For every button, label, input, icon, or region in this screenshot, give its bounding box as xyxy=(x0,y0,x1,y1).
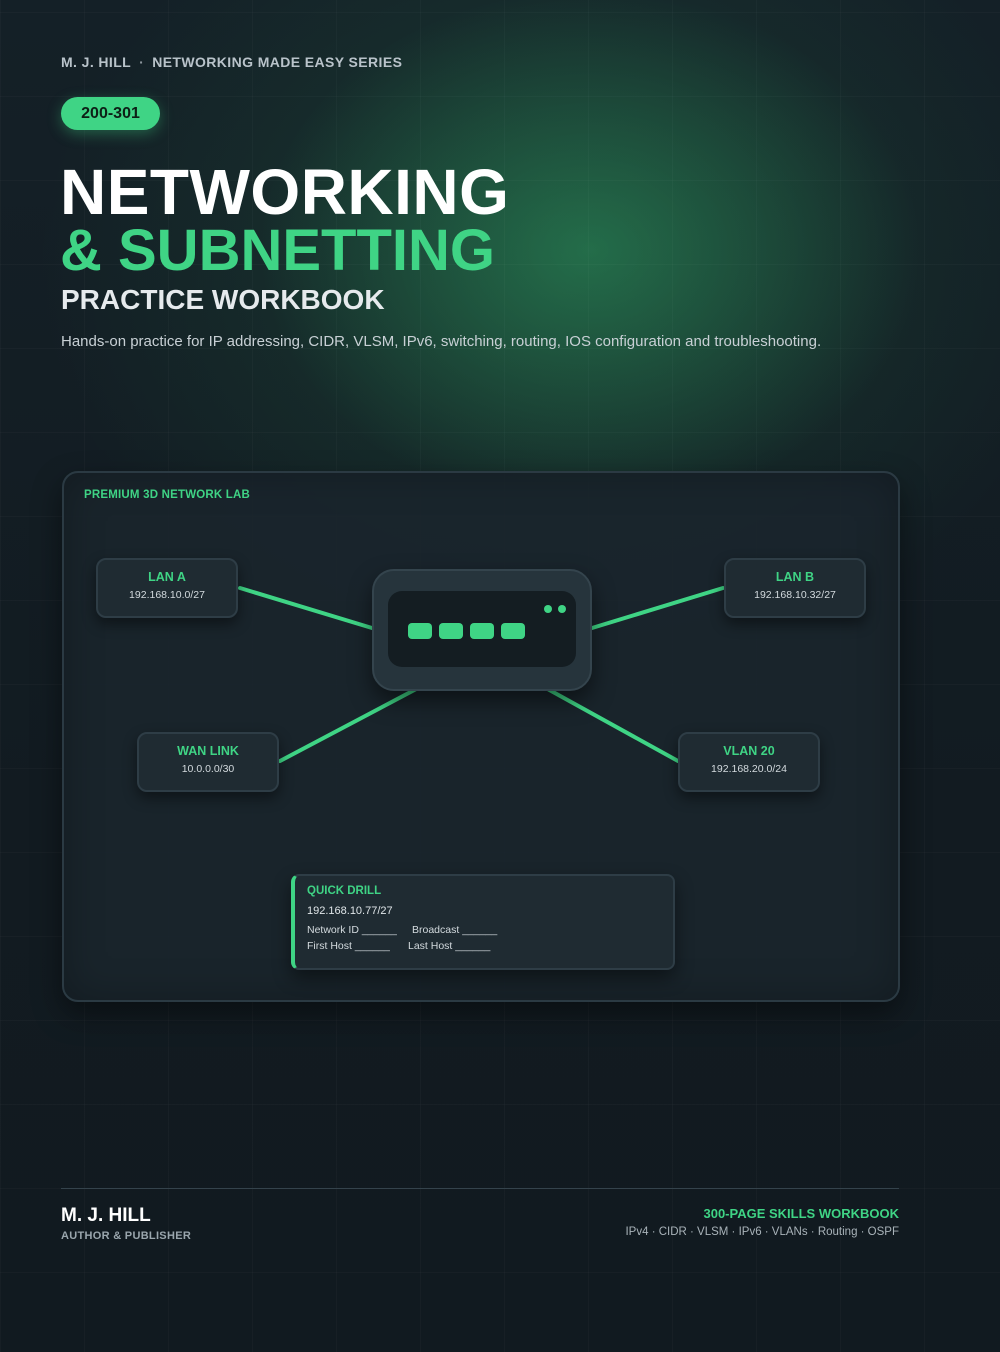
footer-page-count: 300-PAGE SKILLS WORKBOOK xyxy=(703,1206,899,1221)
series-author: M. J. HILL xyxy=(61,54,132,70)
tagline: Hands-on practice for IP addressing, CID… xyxy=(61,333,822,350)
title-line-1: NETWORKING xyxy=(60,156,510,228)
link-wan xyxy=(278,685,422,763)
node-network: 192.168.10.32/27 xyxy=(754,589,836,601)
title-line-2: & SUBNETTING xyxy=(60,218,495,283)
node-wan-link: WAN LINK 10.0.0.0/30 xyxy=(137,732,279,792)
node-name: VLAN 20 xyxy=(723,744,775,758)
drill-ip: 192.168.10.77/27 xyxy=(307,905,393,917)
title-line-3: PRACTICE WORKBOOK xyxy=(61,284,385,315)
node-network: 192.168.20.0/24 xyxy=(711,763,787,775)
exam-code-badge: 200-301 xyxy=(61,97,160,130)
node-lan-b: LAN B 192.168.10.32/27 xyxy=(724,558,866,618)
router-icon xyxy=(372,569,592,691)
router-face xyxy=(388,591,576,667)
footer-author: M. J. HILL xyxy=(61,1205,151,1226)
series-line: M. J. HILL · NETWORKING MADE EASY SERIES xyxy=(61,54,402,70)
link-lan-b xyxy=(590,586,725,630)
drill-network-id: Network ID ______ xyxy=(307,924,397,936)
network-links xyxy=(238,586,725,763)
drill-title: QUICK DRILL xyxy=(307,885,382,897)
footer-author-role: AUTHOR & PUBLISHER xyxy=(61,1230,192,1242)
link-vlan-20 xyxy=(542,685,680,763)
router-port-icon xyxy=(470,623,494,639)
link-lan-a xyxy=(238,586,374,630)
router-port-icon xyxy=(501,623,525,639)
series-name: NETWORKING MADE EASY SERIES xyxy=(152,54,403,70)
network-lab-panel: PREMIUM 3D NETWORK LAB LAN A 192.168.10.… xyxy=(62,471,900,1002)
node-name: LAN A xyxy=(148,570,186,584)
footer-topics: IPv4 · CIDR · VLSM · IPv6 · VLANs · Rout… xyxy=(625,1226,899,1238)
footer-divider xyxy=(61,1188,899,1189)
node-vlan-20: VLAN 20 192.168.20.0/24 xyxy=(678,732,820,792)
drill-last-host: Last Host ______ xyxy=(408,940,491,952)
quick-drill-card: QUICK DRILL 192.168.10.77/27 Network ID … xyxy=(291,874,675,970)
drill-broadcast: Broadcast ______ xyxy=(412,924,498,936)
node-network: 192.168.10.0/27 xyxy=(129,589,205,601)
router-led-icon xyxy=(558,605,566,613)
node-name: LAN B xyxy=(775,570,815,584)
router-led-icon xyxy=(544,605,552,613)
series-separator: · xyxy=(139,54,145,70)
node-name: WAN LINK xyxy=(177,744,239,758)
node-lan-a: LAN A 192.168.10.0/27 xyxy=(96,558,238,618)
lab-title: PREMIUM 3D NETWORK LAB xyxy=(84,489,251,501)
drill-first-host: First Host ______ xyxy=(307,940,390,952)
router-port-icon xyxy=(408,623,432,639)
router-port-icon xyxy=(439,623,463,639)
node-network: 10.0.0.0/30 xyxy=(181,763,235,775)
